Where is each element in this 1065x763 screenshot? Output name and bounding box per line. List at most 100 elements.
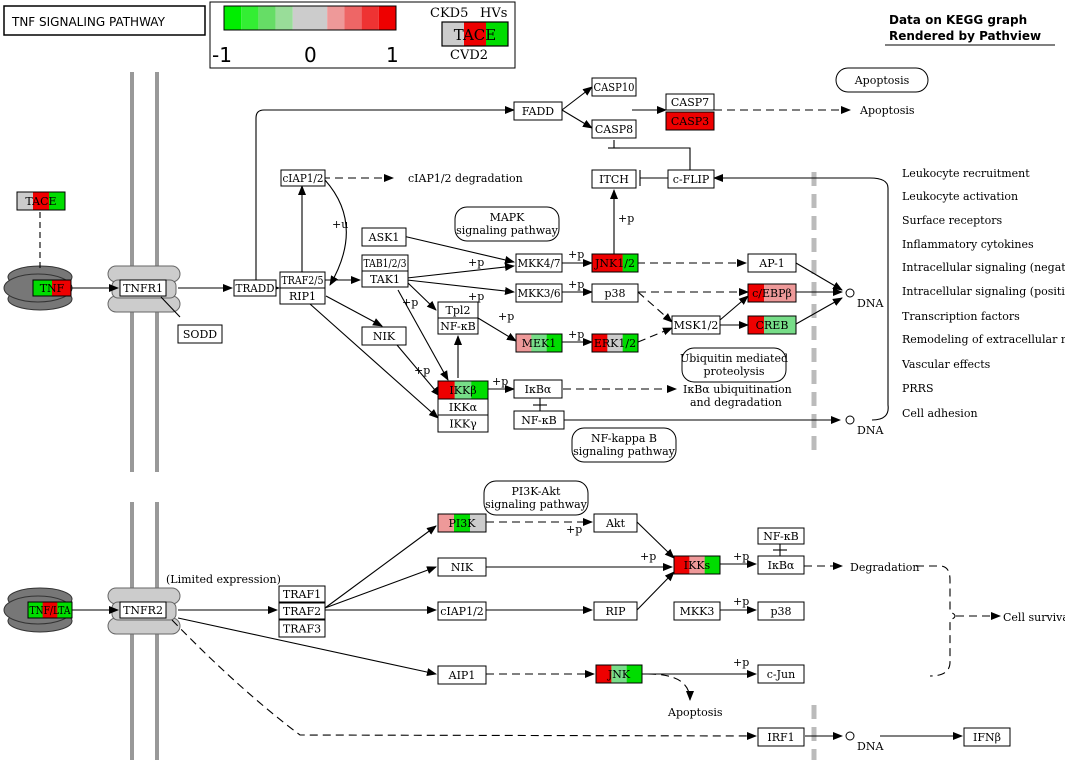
header-line-1: Data on KEGG graph	[889, 13, 1027, 27]
plus-p-mark: +p	[414, 364, 430, 377]
dna-circle-2	[845, 415, 855, 425]
scale-swatch	[344, 6, 362, 30]
scale-swatch	[310, 6, 328, 30]
gene-node-p38-top[interactable]: p38	[591, 283, 639, 303]
gene-node-ifnb[interactable]: IFNβ	[963, 727, 1011, 747]
gene-node-nfkb-mid[interactable]: NF-κB	[513, 410, 565, 430]
gene-node-erk12[interactable]: ERK1/2	[591, 333, 639, 353]
gene-node-p38-bot[interactable]: p38	[757, 601, 805, 621]
gene-node-tace-left[interactable]: TACE	[16, 191, 66, 211]
gene-node-tnfr1[interactable]: TNFR1	[119, 279, 167, 297]
gene-node-jnk12[interactable]: JNK1/2	[591, 253, 639, 273]
gene-label: IRF1	[767, 731, 794, 744]
gene-label: TAK1	[370, 273, 400, 286]
plus-p-mark: +p	[568, 248, 584, 261]
scale-swatch	[241, 6, 259, 30]
pathway-ref-line-2: proteolysis	[703, 365, 764, 378]
gene-node-casp7[interactable]: CASP7	[665, 93, 715, 111]
gene-node-rip1[interactable]: RIP1	[279, 287, 326, 305]
gene-node-nik-top[interactable]: NIK	[361, 326, 407, 346]
plus-p-mark: +p	[498, 310, 514, 323]
gene-node-aip1[interactable]: AIP1	[437, 665, 487, 685]
output-item: Remodeling of extracellular matrix	[902, 333, 1065, 346]
gene-label: SODD	[183, 328, 217, 341]
gene-node-cjun[interactable]: c-Jun	[757, 664, 805, 684]
gene-node-nfkb-bot[interactable]: NF-κB	[757, 527, 805, 545]
gene-node-ikba-bot[interactable]: IκBα	[757, 555, 805, 575]
pathway-edges	[39, 86, 1001, 740]
gene-label: TRAF2	[283, 605, 321, 618]
gene-label: cIAP1/2	[440, 605, 484, 618]
gene-node-tnfr2[interactable]: TNFR2	[119, 601, 167, 619]
gene-node-traf3[interactable]: TRAF3	[278, 619, 326, 638]
gene-label: JNK	[607, 668, 631, 681]
gene-node-ikba-top[interactable]: IκBα	[513, 379, 563, 399]
gene-node-nik-bot[interactable]: NIK	[437, 557, 487, 577]
gene-node-tradd[interactable]: TRADD	[233, 279, 277, 297]
plus-p-mark: +p	[733, 550, 749, 563]
gene-label: AIP1	[448, 669, 476, 682]
gene-label: CREB	[756, 319, 789, 332]
scale-swatch	[258, 6, 276, 30]
scale-swatch	[378, 6, 396, 30]
gene-node-ciap12-top[interactable]: cIAP1/2	[280, 169, 326, 187]
gene-node-ikkg[interactable]: IKKγ	[437, 414, 489, 433]
gene-node-pi3k[interactable]: PI3K	[437, 513, 487, 533]
gene-node-traf2[interactable]: TRAF2	[278, 602, 326, 620]
header-line-2: Rendered by Pathview	[889, 29, 1041, 43]
gene-node-ikkb[interactable]: IKKβ	[437, 380, 489, 400]
gene-node-tab123[interactable]: TAB1/2/3	[361, 254, 409, 272]
gene-node-tpl2[interactable]: Tpl2	[437, 301, 479, 319]
gene-node-ask1[interactable]: ASK1	[361, 227, 407, 247]
gene-node-casp8[interactable]: CASP8	[591, 119, 637, 139]
ciap-degradation-label: cIAP1/2 degradation	[408, 172, 523, 185]
gene-node-nfkb-tpl[interactable]: NF-κB	[437, 317, 479, 335]
gene-node-rip[interactable]: RIP	[593, 601, 638, 621]
gene-node-tnflta[interactable]: TNF/LTA	[27, 601, 73, 619]
gene-node-tak1[interactable]: TAK1	[361, 270, 409, 288]
gene-node-ap1[interactable]: AP-1	[747, 253, 797, 273]
gene-node-mek1[interactable]: MEK1	[515, 333, 563, 353]
gene-label: FADD	[522, 105, 554, 118]
gene-node-mkk3[interactable]: MKK3	[673, 601, 721, 621]
color-legend: -1 0 1 CKD5 HVs CVD2 TACE	[209, 1, 516, 69]
gene-label: NF-κB	[521, 414, 556, 427]
gene-label: CASP7	[671, 96, 709, 109]
gene-node-traf25[interactable]: TRAF2/5	[279, 271, 326, 289]
gene-node-itch[interactable]: ITCH	[591, 169, 637, 189]
gene-node-msk12[interactable]: MSK1/2	[671, 315, 721, 335]
gene-node-irf1[interactable]: IRF1	[757, 727, 805, 747]
gene-node-ikks[interactable]: IKKs	[673, 555, 721, 575]
gene-node-cflip[interactable]: c-FLIP	[667, 169, 715, 189]
gene-node-traf1[interactable]: TRAF1	[278, 585, 326, 603]
pathway-ref-line-1: Ubiquitin mediated	[680, 352, 788, 365]
phosphorylation-marks: +p+p+p+p+p+p+p+p+p+p+p+p+p+p+p	[402, 212, 749, 669]
gene-node-sodd[interactable]: SODD	[177, 324, 223, 344]
gene-label: IκBα	[768, 559, 795, 572]
gene-label: NF-κB	[440, 320, 475, 333]
gene-label: IκBα	[525, 383, 552, 396]
gene-node-jnk[interactable]: JNK	[595, 664, 643, 684]
gene-node-casp3[interactable]: CASP3	[665, 111, 715, 131]
gene-node-casp10[interactable]: CASP10	[591, 77, 637, 97]
gene-node-mkk36[interactable]: MKK3/6	[515, 283, 563, 303]
gene-node-ciap12-bot[interactable]: cIAP1/2	[437, 601, 487, 621]
pathway-ref-apoptosis[interactable]: Apoptosis	[835, 67, 929, 93]
gene-node-fadd[interactable]: FADD	[513, 101, 563, 121]
gene-node-creb[interactable]: CREB	[747, 315, 797, 335]
gene-node-tnf[interactable]: TNF	[32, 279, 72, 297]
plus-p-mark: +p	[733, 595, 749, 608]
gene-node-ikka[interactable]: IKKα	[437, 398, 489, 416]
gene-label: TAB1/2/3	[364, 257, 407, 270]
output-item: Surface receptors	[902, 214, 1002, 227]
title-box	[3, 5, 206, 36]
gene-node-mkk47[interactable]: MKK4/7	[515, 253, 563, 273]
gene-node-akt[interactable]: Akt	[593, 513, 638, 533]
plus-p-mark: +p	[402, 296, 418, 309]
gene-node-cebpb[interactable]: c/EBPβ	[747, 283, 797, 303]
